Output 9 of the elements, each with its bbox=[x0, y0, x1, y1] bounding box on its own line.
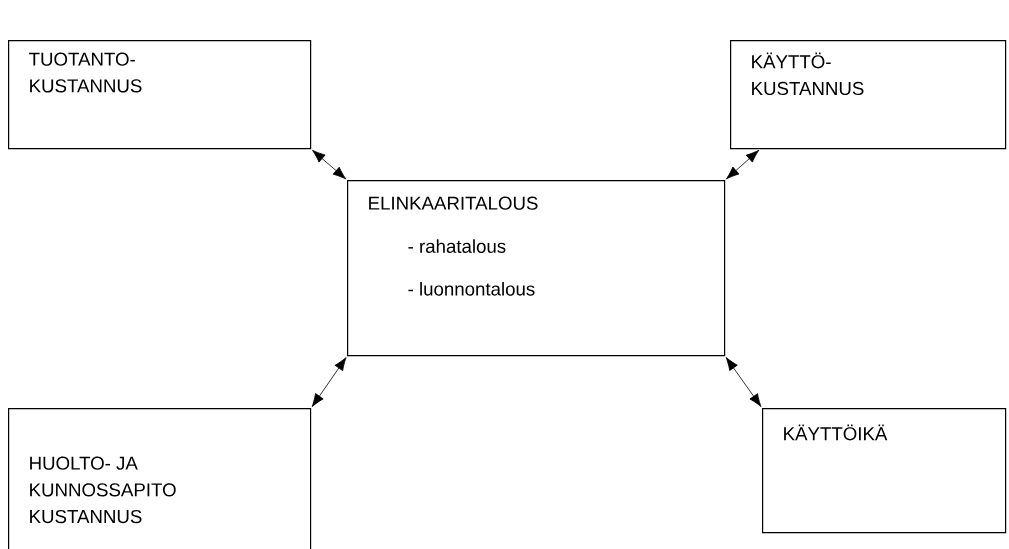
text-box: HUOLTO- JA KUNNOSSAPITO KUSTANNUS bbox=[8, 407, 312, 549]
text-box: TUOTANTO- KUSTANNUS bbox=[8, 40, 312, 150]
text-box: KÄYTTÖIKÄ bbox=[762, 407, 1007, 534]
double-arrow bbox=[312, 149, 347, 180]
double-arrow bbox=[726, 149, 760, 180]
double-arrow bbox=[725, 357, 762, 407]
text-box: KÄYTTÖ- KUSTANNUS bbox=[730, 40, 1007, 150]
text-box: ELINKAARITALOUS - rahatalous - luonnontalous bbox=[347, 180, 726, 357]
double-arrow bbox=[311, 357, 347, 407]
